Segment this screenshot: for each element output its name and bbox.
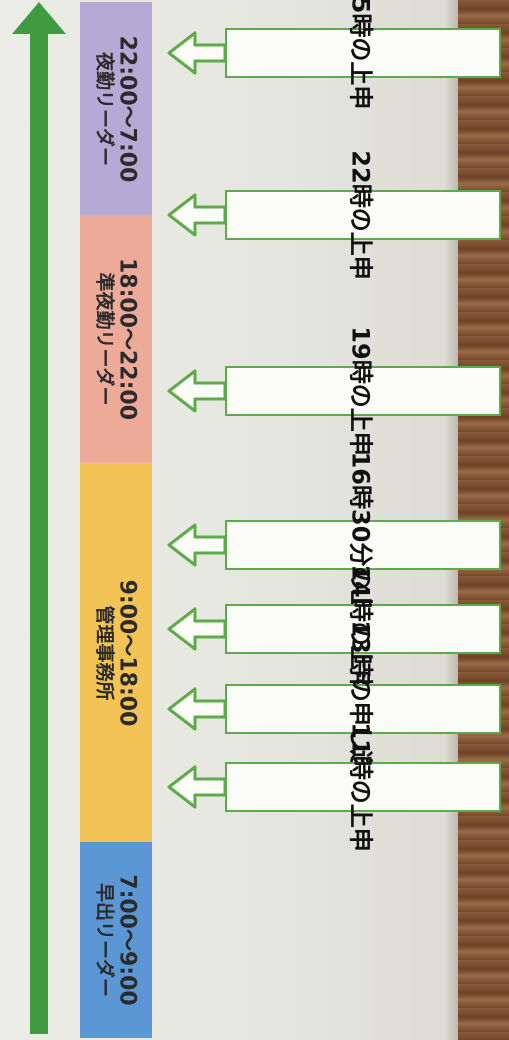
marker-1300: 13時の申し送り [165,620,505,798]
left-arrow-icon [167,369,227,413]
marker-1400: 14時の上申 [165,564,505,694]
band-night-leader: 22:00〜7:00 夜勤リーダー [80,2,152,215]
band-early-leader: 7:00〜9:00 早出リーダー [80,842,152,1038]
marker-label-box: 16時30分の上申 [225,452,501,638]
timeline-arrow [12,2,66,1034]
marker-2200: 22時の上申 [165,150,505,280]
band-early-time: 7:00〜9:00 [114,874,140,1006]
band-semi-night-time: 18:00〜22:00 [114,257,140,421]
marker-label-box: 5時の上申 [225,0,501,109]
left-arrow-icon [167,193,227,237]
band-office-role: 管理事務所 [93,604,116,700]
left-arrow-icon [167,765,227,809]
left-arrow-icon [167,523,227,567]
band-semi-night-leader: 18:00〜22:00 準夜勤リーダー [80,215,152,463]
left-arrow-icon [167,31,227,75]
left-arrow-icon [167,687,227,731]
band-night-role: 夜勤リーダー [93,51,116,166]
marker-0500: 5時の上申 [165,0,505,109]
band-office-time: 9:00〜18:00 [114,579,140,726]
marker-label-box: 14時の上申 [225,564,501,694]
marker-label-box: 11時の上申 [225,722,501,852]
marker-label-box: 22時の上申 [225,150,501,280]
marker-label-box: 13時の申し送り [225,620,501,798]
marker-label-box: 19時の上申 [225,326,501,456]
band-semi-night-role: 準夜勤リーダー [93,272,116,406]
marker-label: 19時の上申 [346,326,375,456]
band-early-role: 早出リーダー [93,882,116,998]
left-arrow-icon [167,607,227,651]
marker-label: 22時の上申 [346,150,375,280]
marker-1900: 19時の上申 [165,326,505,456]
marker-label: 11時の上申 [346,722,375,852]
marker-label: 5時の上申 [346,0,375,110]
marker-1100: 11時の上申 [165,722,505,852]
marker-1630: 16時30分の上申 [165,452,505,638]
band-night-time: 22:00〜7:00 [114,35,140,182]
band-office: 9:00〜18:00 管理事務所 [80,463,152,842]
